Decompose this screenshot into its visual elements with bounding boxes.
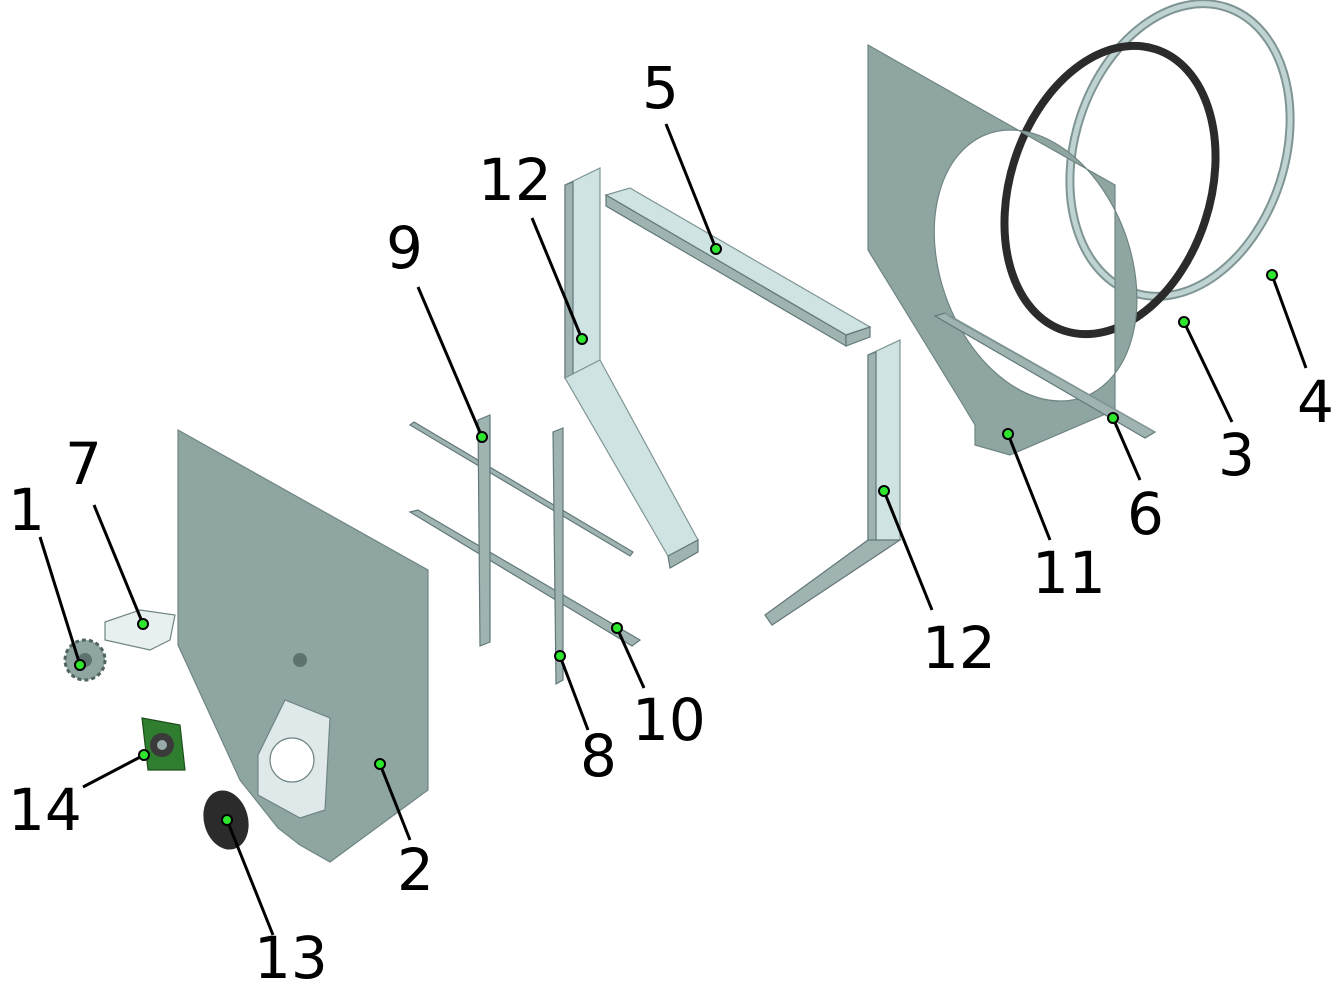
callout-dot-9 — [476, 431, 488, 443]
callout-dot-8 — [554, 650, 566, 662]
callout-dots — [74, 243, 1278, 826]
bracket-lower-part-12 — [764, 339, 902, 626]
callout-label-7: 7 — [65, 430, 102, 498]
callout-labels: 1 2 3 4 5 6 7 8 9 10 11 12 12 13 14 — [8, 54, 1334, 984]
callout-label-5: 5 — [642, 54, 679, 122]
callout-dot-13 — [221, 814, 233, 826]
callout-label-1: 1 — [8, 476, 45, 544]
seal-ring-part-3 — [1000, 41, 1220, 339]
callout-label-12-lower: 12 — [922, 614, 996, 682]
callout-label-13: 13 — [254, 924, 328, 984]
callout-label-4: 4 — [1297, 368, 1334, 436]
callout-label-14: 14 — [8, 776, 82, 844]
callout-label-9: 9 — [386, 214, 423, 282]
callout-dot-3 — [1178, 316, 1190, 328]
callout-label-12-top: 12 — [478, 146, 552, 214]
callout-label-2: 2 — [397, 836, 434, 904]
callout-label-10: 10 — [632, 686, 706, 754]
angle-rail-part-6 — [933, 312, 1157, 439]
top-channel-part-5 — [604, 187, 872, 348]
callout-dot-1 — [74, 659, 86, 671]
callout-dot-7 — [137, 618, 149, 630]
small-bracket-part-7 — [104, 609, 176, 651]
leader-lines — [38, 123, 1308, 936]
bracket-top-part-12 — [564, 167, 699, 569]
callout-label-6: 6 — [1127, 480, 1164, 548]
callout-dot-4 — [1266, 269, 1278, 281]
callout-label-3: 3 — [1218, 421, 1255, 489]
frame-plate-part-11 — [867, 43, 1138, 456]
callout-dot-11 — [1002, 428, 1014, 440]
callout-dot-12b — [878, 485, 890, 497]
sprocket-part-1 — [63, 638, 107, 682]
callout-dot-2 — [374, 758, 386, 770]
callout-dot-14 — [138, 749, 150, 761]
callout-dot-10 — [611, 622, 623, 634]
side-plate-part-2 — [177, 428, 429, 863]
callout-label-11: 11 — [1032, 539, 1106, 607]
callout-dot-6 — [1107, 412, 1119, 424]
callout-label-8: 8 — [580, 722, 617, 790]
flat-bars-parts-8-9-10 — [408, 414, 642, 686]
flange-bearing-part-14 — [141, 717, 186, 771]
callout-dot-5 — [710, 243, 722, 255]
callout-dot-12a — [576, 333, 588, 345]
